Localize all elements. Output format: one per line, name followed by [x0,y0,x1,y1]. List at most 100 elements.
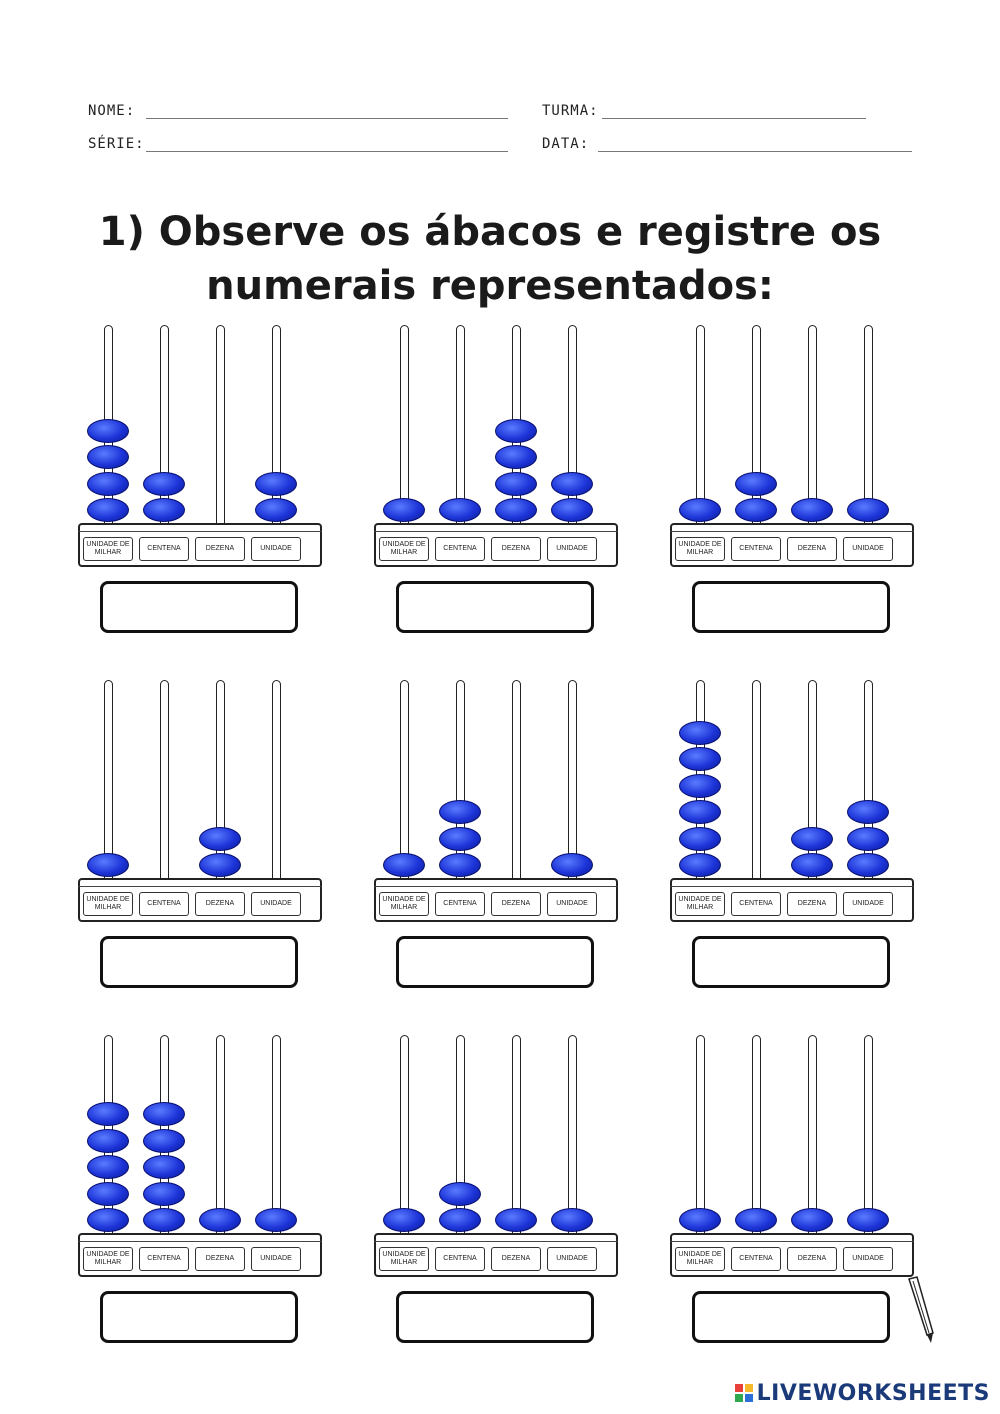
bead [199,1208,241,1232]
label-unidade-de-milhar: UNIDADE DE MILHAR [379,892,429,916]
answer-box[interactable] [100,1291,298,1343]
bead [439,1181,481,1206]
nome-label: NOME: [88,103,136,119]
rod-centena [160,680,169,878]
label-unidade-de-milhar: UNIDADE DE MILHAR [83,1247,133,1271]
label-unidade: UNIDADE [251,892,301,916]
label-unidade: UNIDADE [251,537,301,561]
bead [679,800,721,824]
bead [383,498,425,522]
answer-box[interactable] [100,581,298,633]
label-centena: CENTENA [731,892,781,916]
turma-label: TURMA: [542,103,599,119]
label-unidade-de-milhar: UNIDADE DE MILHAR [83,537,133,561]
label-centena: CENTENA [435,537,485,561]
rod-unidade [568,680,577,878]
rod-unidade [864,1035,873,1233]
answer-box[interactable] [396,936,594,988]
label-dezena: DEZENA [195,1247,245,1271]
bead [255,1208,297,1232]
nome-field[interactable] [146,118,508,119]
bead [735,471,777,496]
bead [495,471,537,496]
bead [255,471,297,496]
label-unidade: UNIDADE [547,1247,597,1271]
answer-box[interactable] [692,581,890,633]
rod-dezena [512,680,521,878]
bead [87,1128,129,1153]
answer-box[interactable] [100,936,298,988]
rod-unidade [864,325,873,523]
answer-box[interactable] [396,581,594,633]
rod-unidade [272,680,281,878]
label-dezena: DEZENA [787,537,837,561]
serie-field[interactable] [146,151,508,152]
bead [679,773,721,798]
bead [551,853,593,877]
data-field[interactable] [598,151,912,152]
turma-field[interactable] [602,118,866,119]
bead [383,1208,425,1232]
label-dezena: DEZENA [491,1247,541,1271]
label-unidade: UNIDADE [547,537,597,561]
label-dezena: DEZENA [787,1247,837,1271]
bead [551,1208,593,1232]
bead [551,471,593,496]
label-dezena: DEZENA [787,892,837,916]
bead [199,826,241,851]
bead [87,418,129,443]
rod-dezena [216,325,225,523]
bead [143,1128,185,1153]
rod-unidade [272,1035,281,1233]
bead [439,853,481,877]
rod-unidade-de-milhar [400,1035,409,1233]
answer-box[interactable] [692,1291,890,1343]
bead [255,498,297,522]
rod-dezena [216,680,225,878]
bead [679,1208,721,1232]
bead [87,1155,129,1179]
rod-unidade-de-milhar [400,680,409,878]
data-label: DATA: [542,136,590,152]
bead [87,1181,129,1206]
label-unidade-de-milhar: UNIDADE DE MILHAR [675,892,725,916]
bead [439,1208,481,1232]
brand-name: LIVEWORKSHEETS [756,1380,990,1406]
label-unidade-de-milhar: UNIDADE DE MILHAR [675,1247,725,1271]
label-dezena: DEZENA [491,892,541,916]
rod-unidade [568,1035,577,1233]
label-unidade-de-milhar: UNIDADE DE MILHAR [379,537,429,561]
answer-box[interactable] [692,936,890,988]
bead [495,445,537,469]
bead [87,498,129,522]
bead [847,1208,889,1232]
bead [495,418,537,443]
serie-label: SÉRIE: [88,136,145,152]
bead [87,471,129,496]
label-centena: CENTENA [731,1247,781,1271]
label-unidade-de-milhar: UNIDADE DE MILHAR [83,892,133,916]
answer-box[interactable] [396,1291,594,1343]
bead [143,1208,185,1232]
liveworksheets-logo: LIVEWORKSHEETS [734,1378,990,1408]
rod-dezena [808,325,817,523]
bead [679,826,721,851]
bead [439,800,481,824]
bead [87,853,129,877]
bead [383,853,425,877]
bead [679,853,721,877]
bead [847,853,889,877]
